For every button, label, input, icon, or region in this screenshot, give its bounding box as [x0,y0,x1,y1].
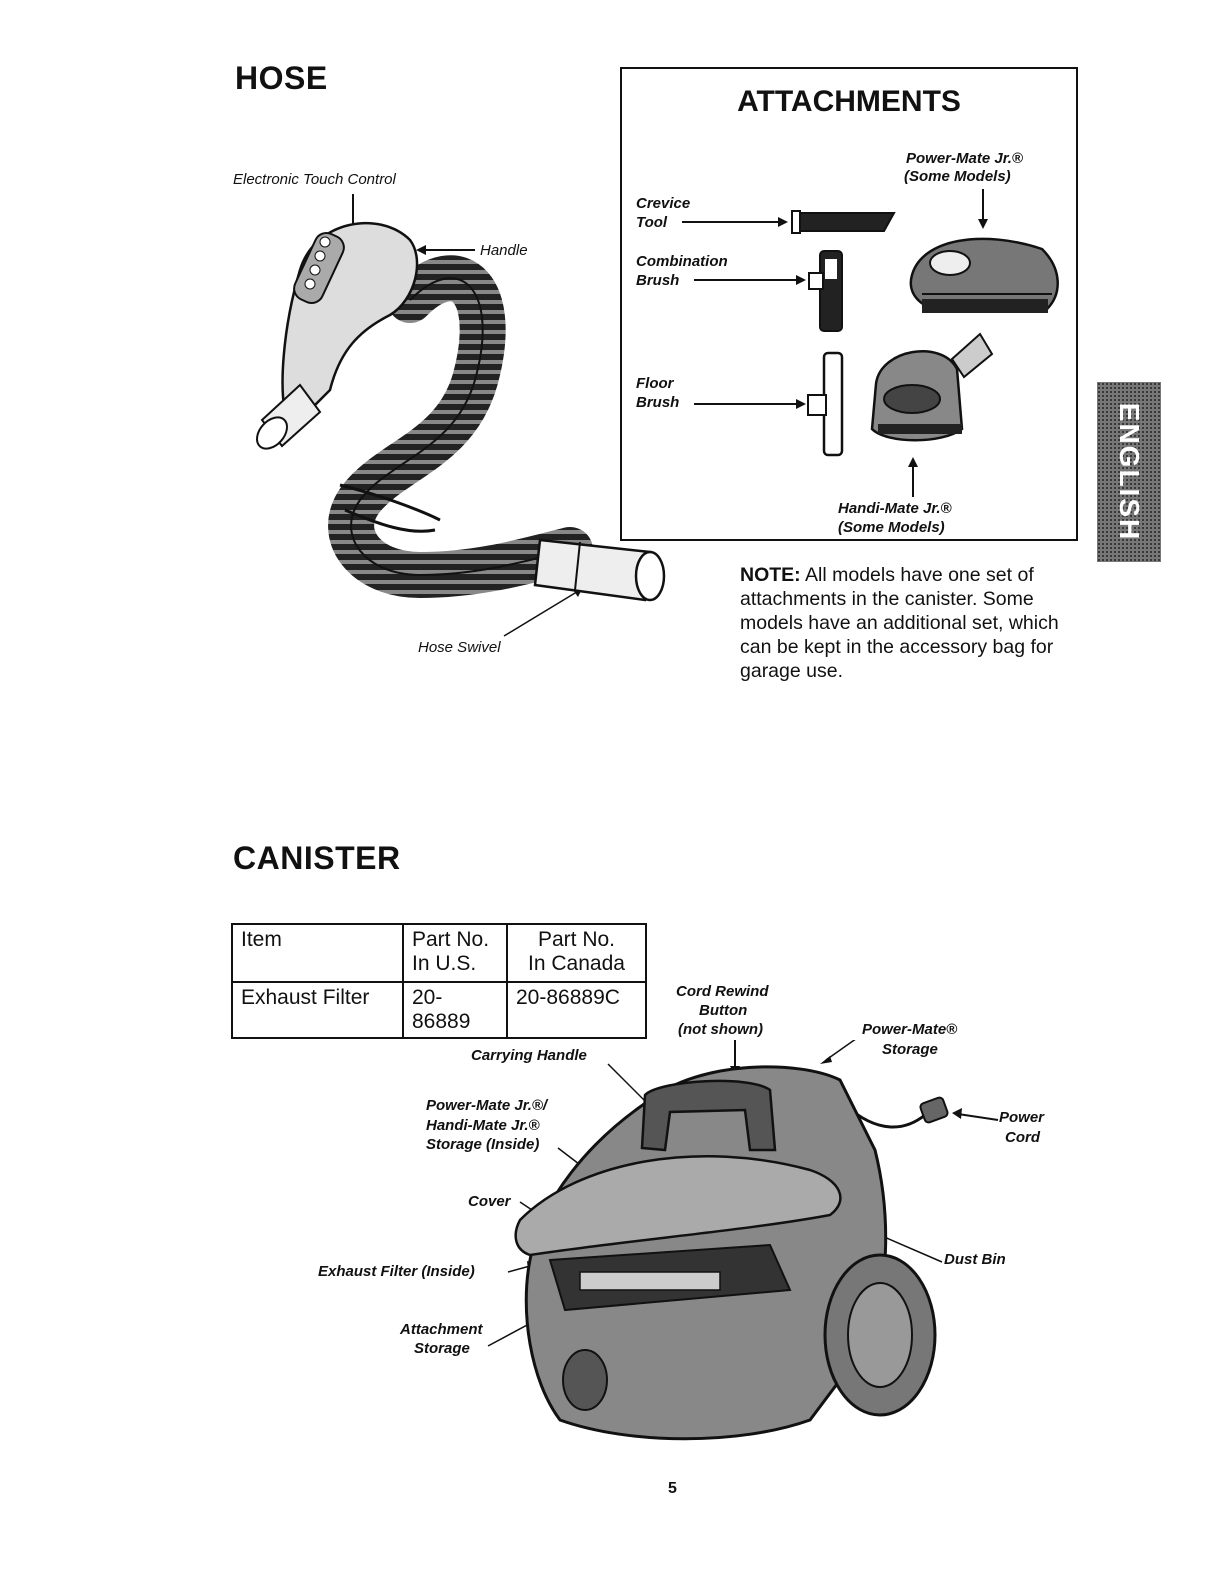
powermate-storage-label-1: Power-Mate® [862,1021,958,1038]
canister-heading: CANISTER [233,840,401,876]
language-tab: ENGLISH [1097,382,1161,562]
touch-control-label: Electronic Touch Control [233,171,396,188]
attachments-heading: ATTACHMENTS [737,85,961,118]
page-number: 5 [668,1480,677,1497]
handimate-label-2: (Some Models) [838,519,945,536]
canister-illustration [487,1040,999,1441]
cover-label: Cover [468,1193,511,1210]
power-cord-label-1: Power [999,1109,1045,1126]
attachments-illustration [682,189,1059,497]
cord-rewind-label-3: (not shown) [678,1021,763,1038]
pmjr-storage-label-3: Storage (Inside) [426,1136,540,1153]
powermate-storage-label-2: Storage [882,1041,938,1058]
table-header-canada-line2: In Canada [528,952,625,975]
pmjr-storage-label-2: Handi-Mate Jr.® [426,1117,540,1134]
hose-heading: HOSE [235,60,328,96]
note-text: NOTE: All models have one set of attachm… [740,563,1070,683]
table-cell-item: Exhaust Filter [231,981,404,1039]
combo-brush-label-2: Brush [636,272,680,289]
cord-rewind-label-1: Cord Rewind [676,983,769,1000]
handle-label: Handle [480,242,528,259]
attachment-storage-label-1: Attachment [400,1321,483,1338]
cord-rewind-label-2: Button [699,1002,748,1019]
powermate-label-1: Power-Mate Jr.® [906,150,1023,167]
table-header-canada: Part No. In Canada [506,923,647,983]
table-header-row: Item Part No. In U.S. Part No. In Canada [231,923,647,983]
power-cord-label-2: Cord [1005,1129,1040,1146]
table-header-item: Item [231,923,404,983]
handimate-label-1: Handi-Mate Jr.® [838,500,952,517]
table-header-us-line1: Part No. [412,928,490,951]
hose-illustration [256,194,666,637]
crevice-tool-label-1: Crevice [636,195,691,212]
crevice-tool-label-2: Tool [636,214,668,231]
exhaust-filter-label: Exhaust Filter (Inside) [318,1263,475,1280]
hose-swivel-label: Hose Swivel [418,639,501,656]
carrying-handle-label: Carrying Handle [471,1047,587,1064]
floor-brush-label-2: Brush [636,394,680,411]
attachment-storage-label-2: Storage [414,1340,470,1357]
table-header-us-line2: In U.S. [412,952,477,975]
parts-table: Item Part No. In U.S. Part No. In Canada… [231,923,647,1039]
attachments-box: ATTACHMENTS Crevice Tool Combination Bru… [620,67,1078,541]
dust-bin-label: Dust Bin [944,1251,1006,1268]
powermate-label-2: (Some Models) [904,168,1011,185]
combo-brush-label-1: Combination [636,253,728,270]
table-row: Exhaust Filter 20-86889 20-86889C [231,981,647,1039]
table-cell-us: 20-86889 [402,981,508,1039]
table-cell-canada: 20-86889C [506,981,647,1039]
note-body: All models have one set of attachments i… [740,564,1059,682]
language-tab-label: ENGLISH [1114,402,1145,542]
pmjr-storage-label-1: Power-Mate Jr.®/ [426,1097,548,1114]
note-label: NOTE: [740,564,801,586]
table-header-canada-line1: Part No. [537,928,616,951]
floor-brush-label-1: Floor [636,375,674,392]
table-header-us: Part No. In U.S. [402,923,508,983]
